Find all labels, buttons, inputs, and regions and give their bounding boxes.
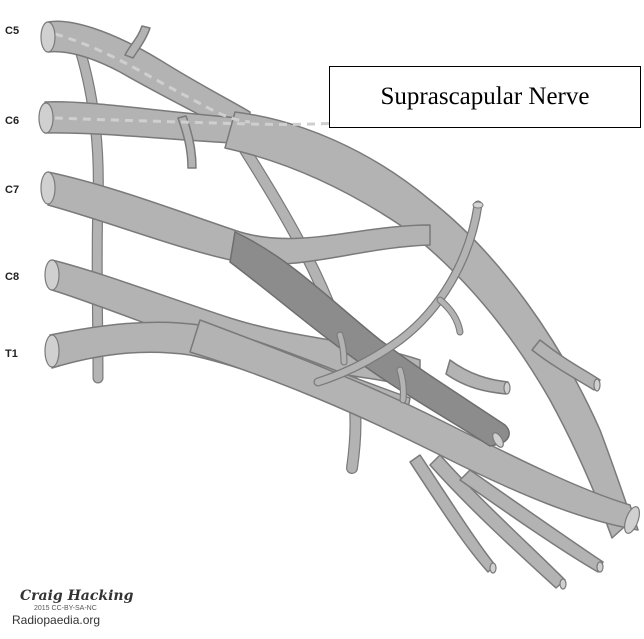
callout-label: Suprascapular Nerve xyxy=(381,83,590,111)
c8-root xyxy=(52,260,420,388)
lateral-branch-cap xyxy=(594,379,600,391)
credit-block: Craig Hacking 2015 CC-BY-SA-NC Radiopaed… xyxy=(12,588,152,627)
suprascapular-nerve-callout: Suprascapular Nerve xyxy=(329,66,641,128)
root-labels: C5 C6 C7 C8 T1 xyxy=(5,25,19,360)
axillary-branch xyxy=(446,360,508,394)
root-label-c7: C7 xyxy=(5,184,19,196)
terminal-cap-1 xyxy=(490,563,496,573)
c5-cap xyxy=(41,22,55,52)
terminal-cap-2 xyxy=(560,579,566,589)
credit-site: Radiopaedia.org xyxy=(12,613,152,627)
c7-cap xyxy=(41,172,55,204)
c6-cap xyxy=(39,103,53,133)
root-label-c6: C6 xyxy=(5,115,19,127)
axillary-cap xyxy=(504,382,510,394)
root-label-c8: C8 xyxy=(5,271,19,283)
credit-license: 2015 CC-BY-SA-NC xyxy=(34,605,152,612)
root-label-t1: T1 xyxy=(5,348,18,360)
loop-end-cap xyxy=(473,202,483,208)
root-label-c5: C5 xyxy=(5,25,19,37)
c8-cap xyxy=(45,260,59,290)
credit-author: Craig Hacking xyxy=(20,588,152,604)
terminal-cap-3 xyxy=(597,562,603,572)
t1-cap xyxy=(45,335,59,367)
